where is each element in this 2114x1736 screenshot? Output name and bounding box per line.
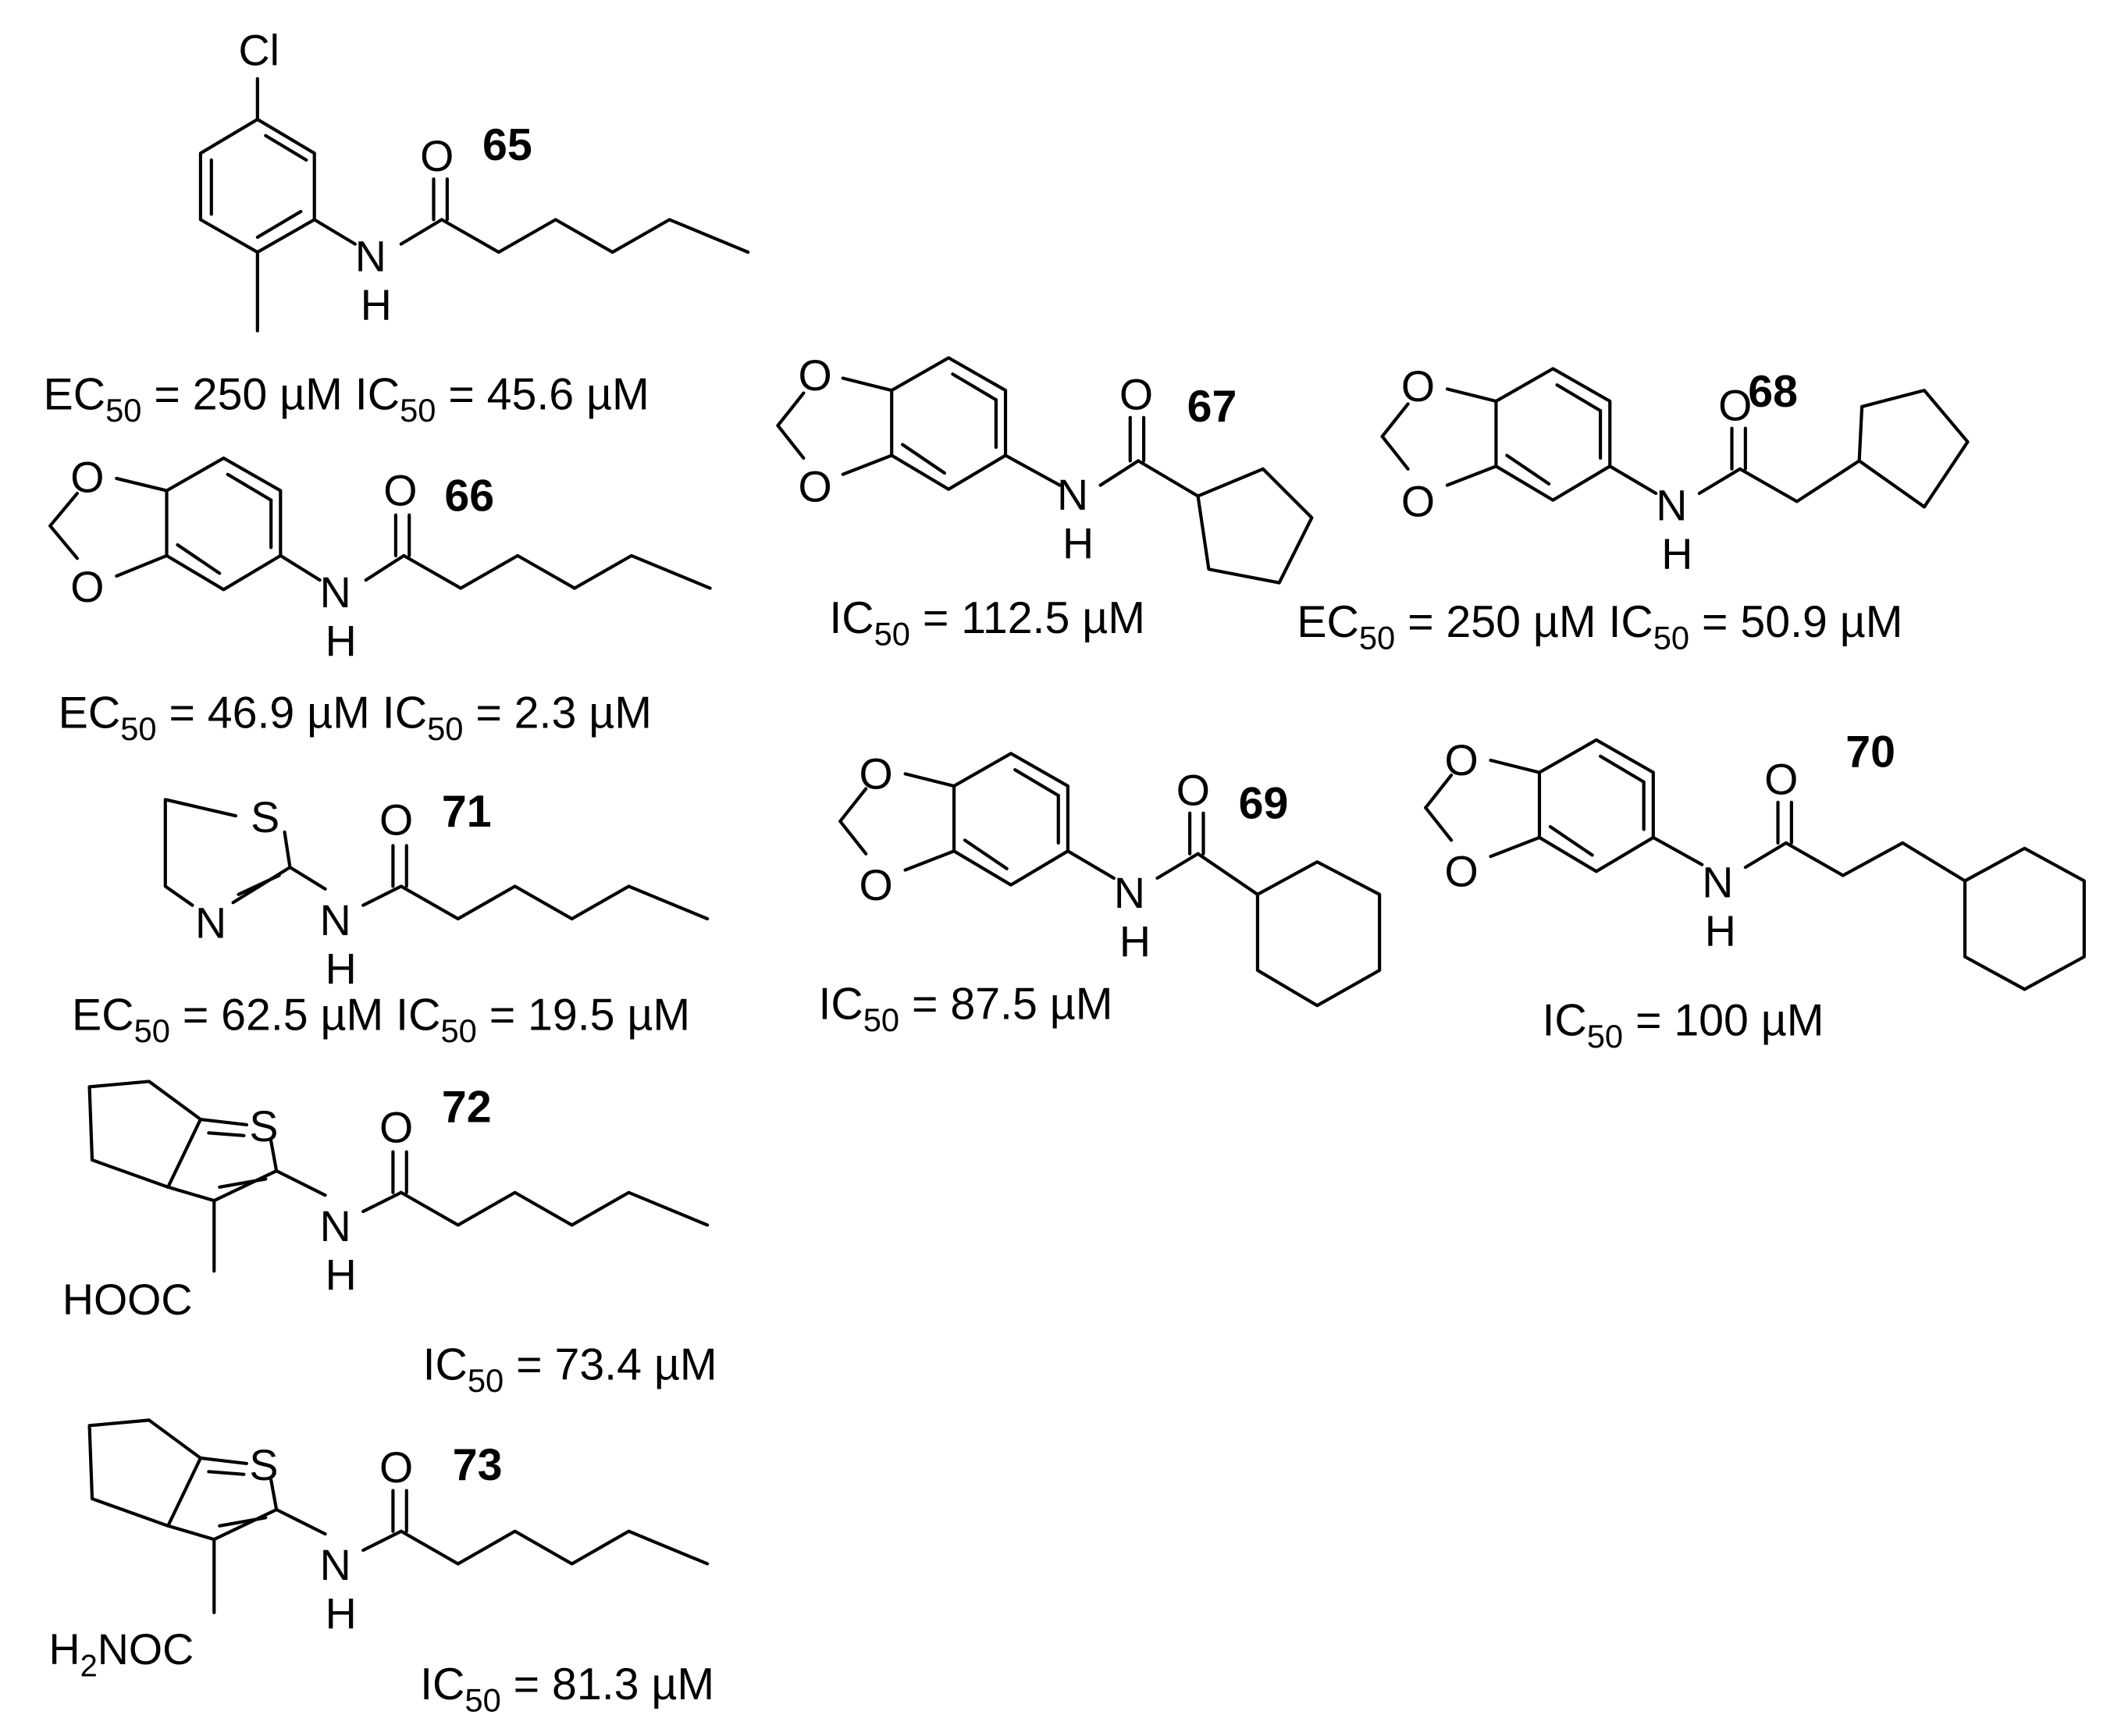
hydrogen-atom-label: H <box>326 944 357 993</box>
oxygen-atom-label: O <box>1401 362 1435 411</box>
nitrogen-atom-label: N <box>355 232 386 280</box>
compound-73-activity: IC50 = 81.3 µM <box>420 1660 714 1719</box>
oxygen-atom-label: O <box>379 1104 413 1152</box>
compound-72-activity: IC50 = 73.4 µM <box>423 1339 717 1399</box>
compound-number-label: 68 <box>1748 367 1798 417</box>
compound-number-label: 71 <box>442 787 492 837</box>
hydrogen-atom-label: H <box>326 1590 357 1638</box>
hydrogen-atom-label: H <box>361 281 392 329</box>
compound-number-label: 70 <box>1845 727 1895 777</box>
compound-69: O O N H O 69 <box>838 749 1382 1008</box>
sulfur-atom-label: S <box>249 1102 278 1151</box>
compound-70-activity: IC50 = 100 µM <box>1542 995 1824 1055</box>
nitrogen-atom-label: N <box>1057 471 1088 519</box>
oxygen-atom-label: O <box>798 351 831 400</box>
compound-number-label: 65 <box>482 120 532 170</box>
carboxamide-label: H2NOC <box>48 1625 194 1684</box>
compound-65-activity: EC50 = 250 µM IC50 = 45.6 µM <box>44 369 650 429</box>
compound-68-activity: EC50 = 250 µM IC50 = 50.9 µM <box>1297 597 1902 656</box>
compound-71-activity: EC50 = 62.5 µM IC50 = 19.5 µM <box>72 990 690 1049</box>
compound-67: O O N H O 67 <box>776 351 1314 585</box>
oxygen-atom-label: O <box>383 467 417 515</box>
compound-66-activity: EC50 = 46.9 µM IC50 = 2.3 µM <box>59 688 652 747</box>
oxygen-atom-label: O <box>859 749 893 798</box>
oxygen-atom-label: O <box>379 795 413 844</box>
nitrogen-atom-label: N <box>195 898 226 947</box>
oxygen-atom-label: O <box>70 453 104 501</box>
hydrogen-atom-label: H <box>326 1251 357 1300</box>
compound-71: S N N H O 71 <box>163 787 710 993</box>
compound-70: O O N H O 70 <box>1424 727 2086 991</box>
hydrogen-atom-label: H <box>1119 918 1151 966</box>
nitrogen-atom-label: N <box>320 568 351 617</box>
sulfur-atom-label: S <box>249 1441 278 1489</box>
oxygen-atom-label: O <box>1444 847 1478 895</box>
compound-72: S HOOC N H O 72 <box>62 1080 710 1324</box>
oxygen-atom-label: O <box>798 462 831 510</box>
compound-number-label: 66 <box>444 471 494 521</box>
oxygen-atom-label: O <box>1718 381 1752 429</box>
sulfur-atom-label: S <box>251 793 279 841</box>
chlorine-atom-label: Cl <box>239 26 279 74</box>
compound-number-label: 73 <box>453 1440 503 1490</box>
nitrogen-atom-label: N <box>320 896 351 944</box>
nitrogen-atom-label: N <box>1656 482 1687 530</box>
compound-number-label: 72 <box>442 1082 492 1132</box>
oxygen-atom-label: O <box>1119 370 1153 418</box>
nitrogen-atom-label: N <box>320 1202 351 1250</box>
hydrogen-atom-label: H <box>1661 530 1692 578</box>
compound-69-activity: IC50 = 87.5 µM <box>818 980 1112 1039</box>
compound-73: S H2NOC N H O 73 <box>48 1418 710 1684</box>
nitrogen-atom-label: N <box>1702 858 1733 906</box>
oxygen-atom-label: O <box>379 1443 413 1492</box>
compound-number-label: 69 <box>1239 779 1289 829</box>
compound-68: O O N H O 68 <box>1380 362 1970 578</box>
nitrogen-atom-label: N <box>1114 869 1145 917</box>
compound-66: O O N H O 66 <box>48 453 712 665</box>
hydrogen-atom-label: H <box>326 617 357 665</box>
carboxylic-acid-label: HOOC <box>62 1275 193 1324</box>
compound-65: Cl N H O 65 <box>198 26 750 333</box>
oxygen-atom-label: O <box>1176 766 1210 814</box>
oxygen-atom-label: O <box>420 132 454 180</box>
hydrogen-atom-label: H <box>1062 519 1094 567</box>
oxygen-atom-label: O <box>1444 736 1478 784</box>
hydrogen-atom-label: H <box>1705 907 1736 955</box>
compound-67-activity: IC50 = 112.5 µM <box>829 593 1145 653</box>
oxygen-atom-label: O <box>70 563 104 611</box>
oxygen-atom-label: O <box>1764 755 1798 803</box>
compound-number-label: 67 <box>1187 382 1237 432</box>
oxygen-atom-label: O <box>859 861 893 909</box>
oxygen-atom-label: O <box>1401 478 1435 526</box>
nitrogen-atom-label: N <box>320 1541 351 1589</box>
